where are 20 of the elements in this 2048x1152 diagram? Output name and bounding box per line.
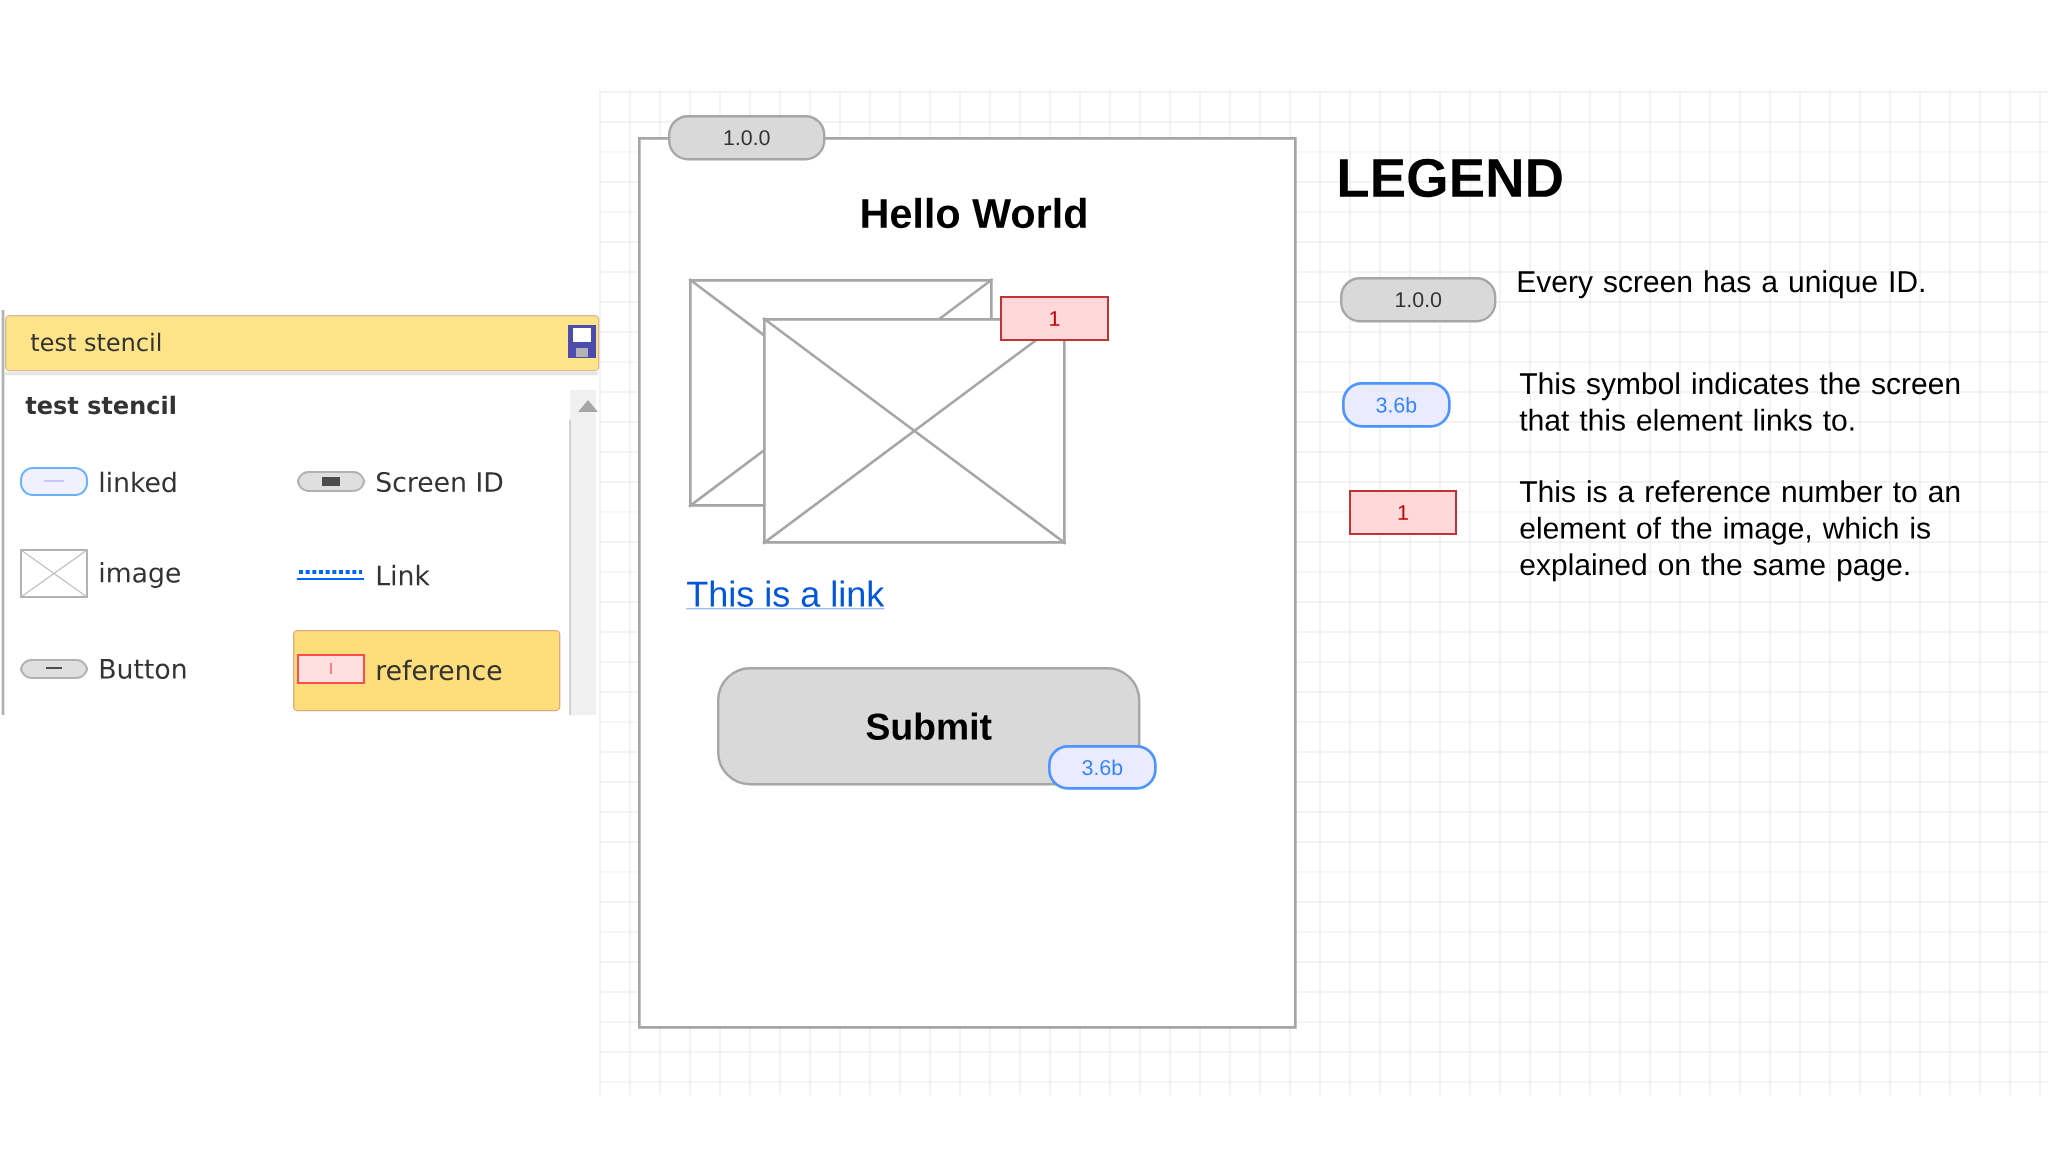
reference-number-box: 1 xyxy=(1000,296,1109,341)
screen-id-pill: 1.0.0 xyxy=(668,115,826,161)
item-label: Screen ID xyxy=(377,471,503,493)
item-label: Button xyxy=(100,659,186,679)
panel-heading: test stencil xyxy=(25,395,175,415)
legend-description: Every screen has a unique ID. xyxy=(1518,270,1924,299)
link-target-pill: 3.6b xyxy=(1342,382,1451,428)
stencil-header-bar: test stencil xyxy=(5,315,600,372)
item-label: image xyxy=(100,562,180,588)
screen-title: Hello World xyxy=(862,197,1086,229)
legend-description: This is a reference number to an element of the image, which is explained on the same page. xyxy=(1519,480,1960,582)
reference-number-box: 1 xyxy=(1349,490,1457,535)
legend-title: LEGEND xyxy=(1339,158,1562,198)
item-label: linked xyxy=(100,471,176,493)
screen-id-pill: 1.0.0 xyxy=(1340,277,1497,323)
item-label: Link xyxy=(377,564,430,586)
selected-stencil-item: reference xyxy=(293,630,561,712)
link-text: This is a link xyxy=(686,580,885,609)
link-target-pill: 3.6b xyxy=(1048,745,1157,790)
legend-description: This symbol indicates the screen that this element links to. xyxy=(1519,372,1960,431)
